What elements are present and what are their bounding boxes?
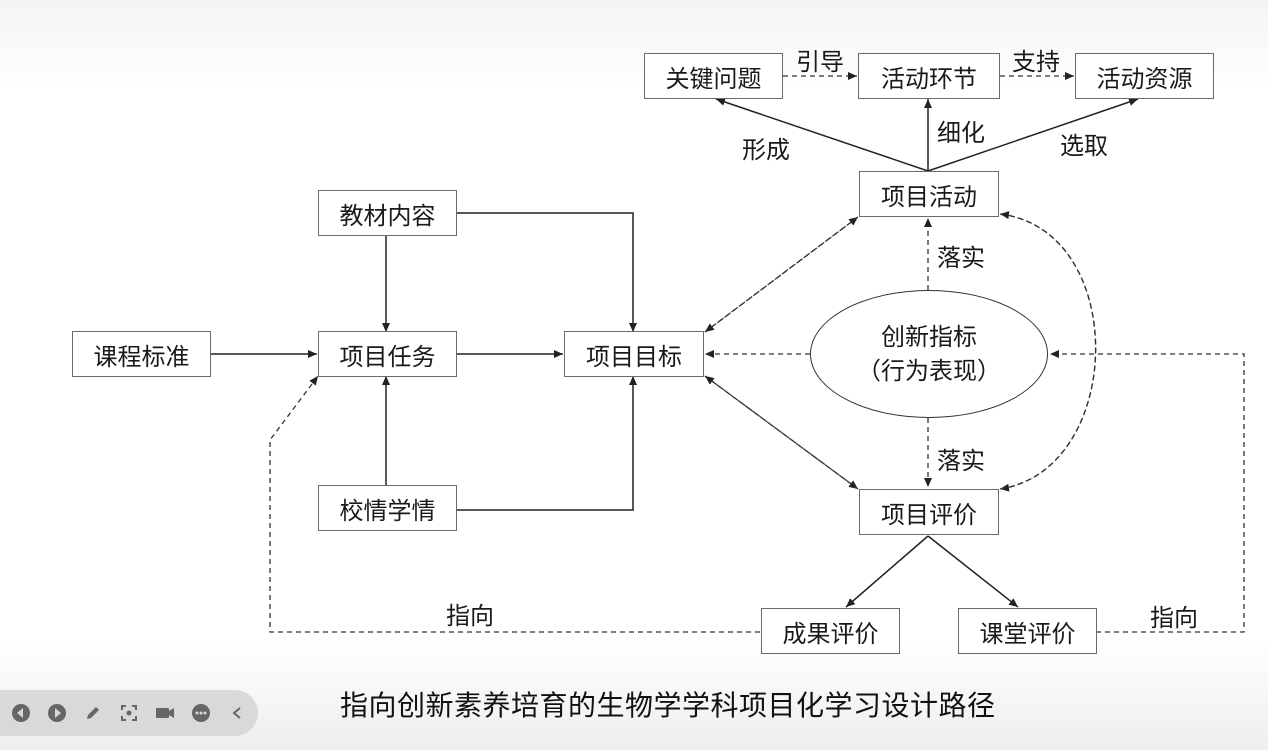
edge-situation-to-goal: [456, 376, 637, 511]
camera-icon[interactable]: [154, 702, 176, 724]
label-select: 选取: [1060, 132, 1108, 160]
ellipse-line1: 创新指标: [881, 323, 977, 351]
box-school-student-situation: 校情学情: [318, 485, 457, 531]
label-point-to-right: 指向: [1150, 604, 1198, 632]
box-project-task: 项目任务: [318, 331, 457, 377]
box-outcome-evaluation: 成果评价: [761, 608, 900, 654]
edge-eval-to-classroom: [927, 535, 1019, 608]
label-form: 形成: [742, 136, 790, 164]
label-implement-bottom: 落实: [937, 447, 985, 475]
pen-icon[interactable]: [82, 702, 104, 724]
screenshot-icon[interactable]: [118, 702, 140, 724]
label-refine: 细化: [937, 119, 985, 147]
slideshow-toolbar: [0, 690, 258, 736]
edge-classroom-to-ellipse: [1050, 350, 1245, 633]
box-activity-resource: 活动资源: [1075, 53, 1214, 99]
edge-activity-to-question: [715, 98, 929, 172]
label-support: 支持: [1012, 48, 1060, 76]
box-activity-step: 活动环节: [858, 53, 1000, 99]
ellipse-innovation-indicators: 创新指标 （行为表现）: [810, 290, 1048, 418]
box-curriculum-standard: 课程标准: [72, 331, 211, 377]
edge-goal-activity: [704, 216, 859, 333]
edge-goal-evaluation: [704, 375, 859, 490]
box-classroom-evaluation: 课堂评价: [958, 608, 1097, 654]
box-project-goal: 项目目标: [564, 331, 704, 377]
label-implement-top: 落实: [937, 244, 985, 272]
box-key-question: 关键问题: [644, 53, 783, 99]
edge-outcome-to-task: [269, 375, 760, 633]
label-point-to-left: 指向: [446, 602, 494, 630]
label-guide: 引导: [796, 48, 844, 76]
diagram-caption: 指向创新素养培育的生物学学科项目化学习设计路径: [340, 689, 996, 722]
more-icon[interactable]: [190, 702, 212, 724]
edge-activity-to-resource: [927, 98, 1139, 172]
edge-textbook-to-goal: [456, 212, 637, 332]
prev-icon[interactable]: [10, 702, 32, 724]
box-project-activity: 项目活动: [859, 171, 999, 217]
ellipse-line2: （行为表现）: [857, 357, 1001, 385]
next-icon[interactable]: [46, 702, 68, 724]
collapse-icon[interactable]: [226, 702, 248, 724]
box-textbook-content: 教材内容: [318, 190, 457, 236]
box-project-evaluation: 项目评价: [859, 489, 999, 535]
edge-eval-to-outcome: [845, 535, 929, 608]
